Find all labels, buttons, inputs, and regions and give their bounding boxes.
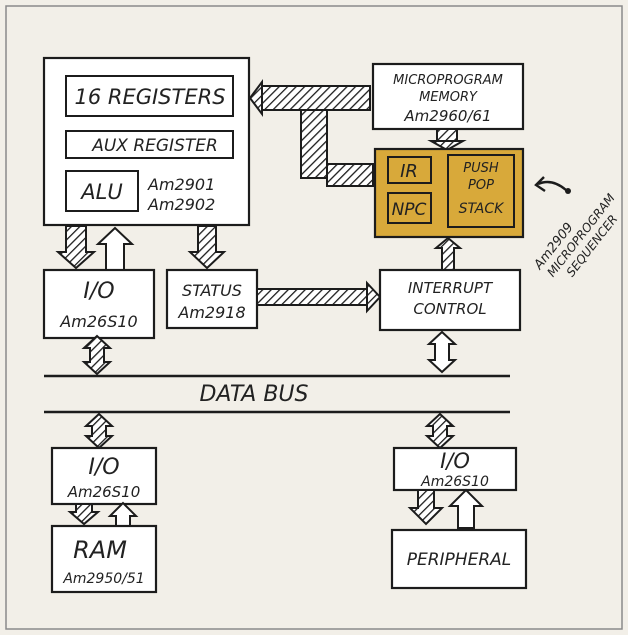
stack-label: STACK: [459, 201, 506, 217]
cpu-status-arrow: [187, 225, 227, 270]
bus-io-left-arrow: [83, 412, 115, 450]
io-top-block: I/O Am26S10: [42, 268, 156, 340]
aux-register-box: [65, 130, 234, 159]
ram-part: Am2950/51: [62, 571, 144, 587]
io-left-block: I/O Am26S10: [50, 446, 158, 506]
status-label: STATUS: [182, 281, 242, 300]
io-top-label: I/O: [83, 279, 114, 304]
cpu-memory-bus: [248, 79, 374, 187]
frame: [5, 5, 623, 630]
peripheral-label: PERIPHERAL: [407, 550, 512, 570]
npc-label: NPC: [392, 200, 427, 220]
data-bus: DATA BUS: [44, 374, 510, 414]
io-right-part: Am26S10: [420, 474, 489, 490]
ir-box: [387, 156, 432, 184]
io-left-part: Am26S10: [67, 483, 141, 501]
io-ram-arrows: [67, 501, 139, 527]
sequencer-block: IR NPC PUSH POP STACK: [373, 147, 525, 239]
interrupt-line-2: CONTROL: [413, 300, 486, 318]
alu-part-2: Am2902: [147, 195, 215, 214]
registers-label: 16 REGISTERS: [74, 85, 225, 109]
pop-label: POP: [468, 178, 494, 193]
ram-label: RAM: [73, 536, 127, 564]
push-label: PUSH: [463, 161, 499, 176]
memory-line-3: Am2960/61: [403, 107, 491, 125]
peripheral-block: PERIPHERAL: [390, 528, 528, 590]
aux-register-label: AUX REGISTER: [91, 136, 218, 156]
npc-box: [387, 192, 432, 224]
status-interrupt-bus: [256, 280, 382, 314]
status-part: Am2918: [177, 303, 245, 322]
memory-to-sequencer-arrow: [427, 128, 467, 152]
alu-part-1: Am2901: [147, 175, 215, 194]
interrupt-control-block: INTERRUPT CONTROL: [378, 268, 522, 332]
data-bus-label: DATA BUS: [199, 382, 308, 407]
ram-block: RAM Am2950/51: [50, 524, 158, 594]
bus-io-right-arrow: [424, 412, 456, 450]
status-block: STATUS Am2918: [165, 268, 259, 330]
alu-box: [65, 170, 139, 212]
registers-box: [65, 75, 234, 117]
memory-line-1: MICROPROGRAM: [393, 73, 503, 88]
interrupt-bus-arrow: [426, 330, 458, 374]
microprogram-memory-block: MICROPROGRAM MEMORY Am2960/61: [371, 62, 525, 131]
cpu-io-arrows: [55, 225, 135, 273]
io-left-label: I/O: [88, 455, 119, 480]
sequencer-callout: Am2909 MICROPROGRAM SEQUENCER: [531, 176, 620, 280]
io-top-bus-arrow: [81, 334, 113, 376]
io-right-label: I/O: [440, 449, 470, 473]
ir-label: IR: [400, 161, 418, 182]
interrupt-to-sequencer-arrow: [433, 236, 463, 271]
interrupt-line-1: INTERRUPT: [408, 279, 494, 297]
io-right-block: I/O Am26S10: [392, 446, 518, 492]
memory-line-2: MEMORY: [419, 90, 478, 105]
cpu-block: 16 REGISTERS AUX REGISTER ALU Am2901 Am2…: [42, 56, 251, 227]
alu-label: ALU: [79, 180, 122, 204]
io-peripheral-arrows: [407, 488, 485, 529]
io-top-part: Am26S10: [59, 312, 137, 331]
stack-box: [447, 154, 515, 228]
